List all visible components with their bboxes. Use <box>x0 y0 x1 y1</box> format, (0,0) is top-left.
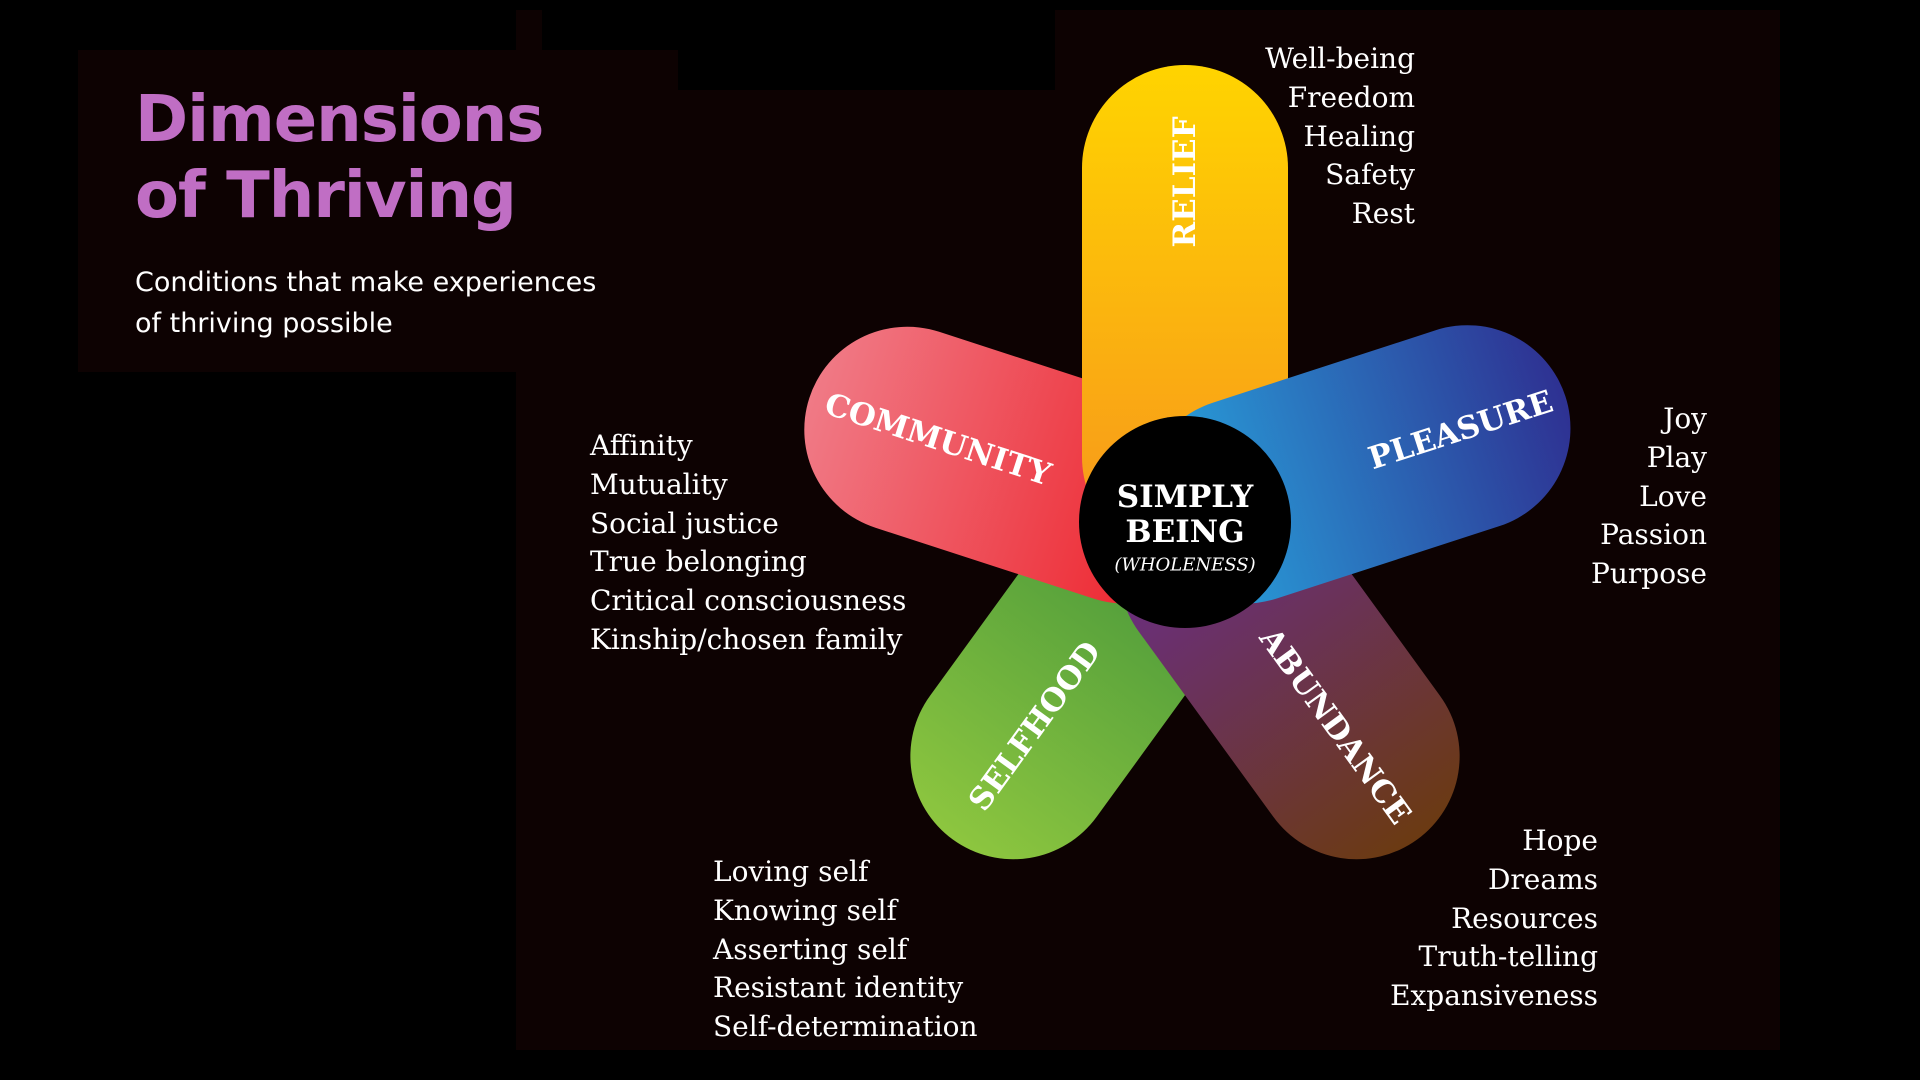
list-item: Joy <box>1663 402 1707 435</box>
title-block: Dimensions of Thriving Conditions that m… <box>135 82 695 344</box>
list-item: Well-being <box>1265 42 1415 75</box>
list-item: Self-determination <box>713 1010 978 1044</box>
list-item: Dreams <box>1487 862 1598 896</box>
list-item: Asserting self <box>713 932 908 966</box>
community-items: Affinity Mutuality Social justice True b… <box>590 427 906 660</box>
list-item: Love <box>1639 479 1707 513</box>
center-label-line1: SIMPLY <box>1117 479 1254 515</box>
list-item: Freedom <box>1287 80 1415 114</box>
diagram-subtitle: of thriving possible <box>135 308 393 339</box>
abundance-items: Hope Dreams Resources Truth-telling Expa… <box>1390 822 1598 1016</box>
list-item: Healing <box>1303 119 1415 153</box>
list-item: Resistant identity <box>713 971 964 1005</box>
list-item: Resources <box>1451 901 1598 935</box>
selfhood-items: Loving self Knowing self Asserting self … <box>713 853 978 1047</box>
list-item: Passion <box>1600 518 1707 552</box>
list-item: Knowing self <box>713 893 897 927</box>
center-sublabel: (WHOLENESS) <box>1114 555 1255 576</box>
diagram-title: Dimensions <box>135 83 544 157</box>
list-item: Critical consciousness <box>590 584 907 618</box>
list-item: Social justice <box>590 506 779 540</box>
list-item: Truth-telling <box>1418 940 1598 974</box>
pleasure-items: Joy Play Love Passion Purpose <box>1591 400 1707 594</box>
diagram-subtitle: Conditions that make experiences <box>135 267 597 298</box>
list-item: Kinship/chosen family <box>590 622 903 656</box>
list-item: Expansiveness <box>1390 979 1598 1013</box>
petal-relief-label: RELIEF <box>1167 116 1203 247</box>
list-item: Mutuality <box>590 467 728 501</box>
list-item: Purpose <box>1591 557 1707 591</box>
relief-items: Well-being Freedom Healing Safety Rest <box>1265 40 1415 234</box>
list-item: Rest <box>1351 197 1415 231</box>
list-item: Play <box>1646 440 1707 474</box>
center-label-line2: BEING <box>1125 514 1244 550</box>
list-item: True belonging <box>590 545 807 579</box>
list-item: Safety <box>1325 158 1415 192</box>
list-item: Hope <box>1522 824 1598 857</box>
list-item: Affinity <box>590 429 693 462</box>
diagram-title: of Thriving <box>135 159 517 233</box>
list-item: Loving self <box>713 855 869 888</box>
center-hub <box>1079 416 1291 628</box>
